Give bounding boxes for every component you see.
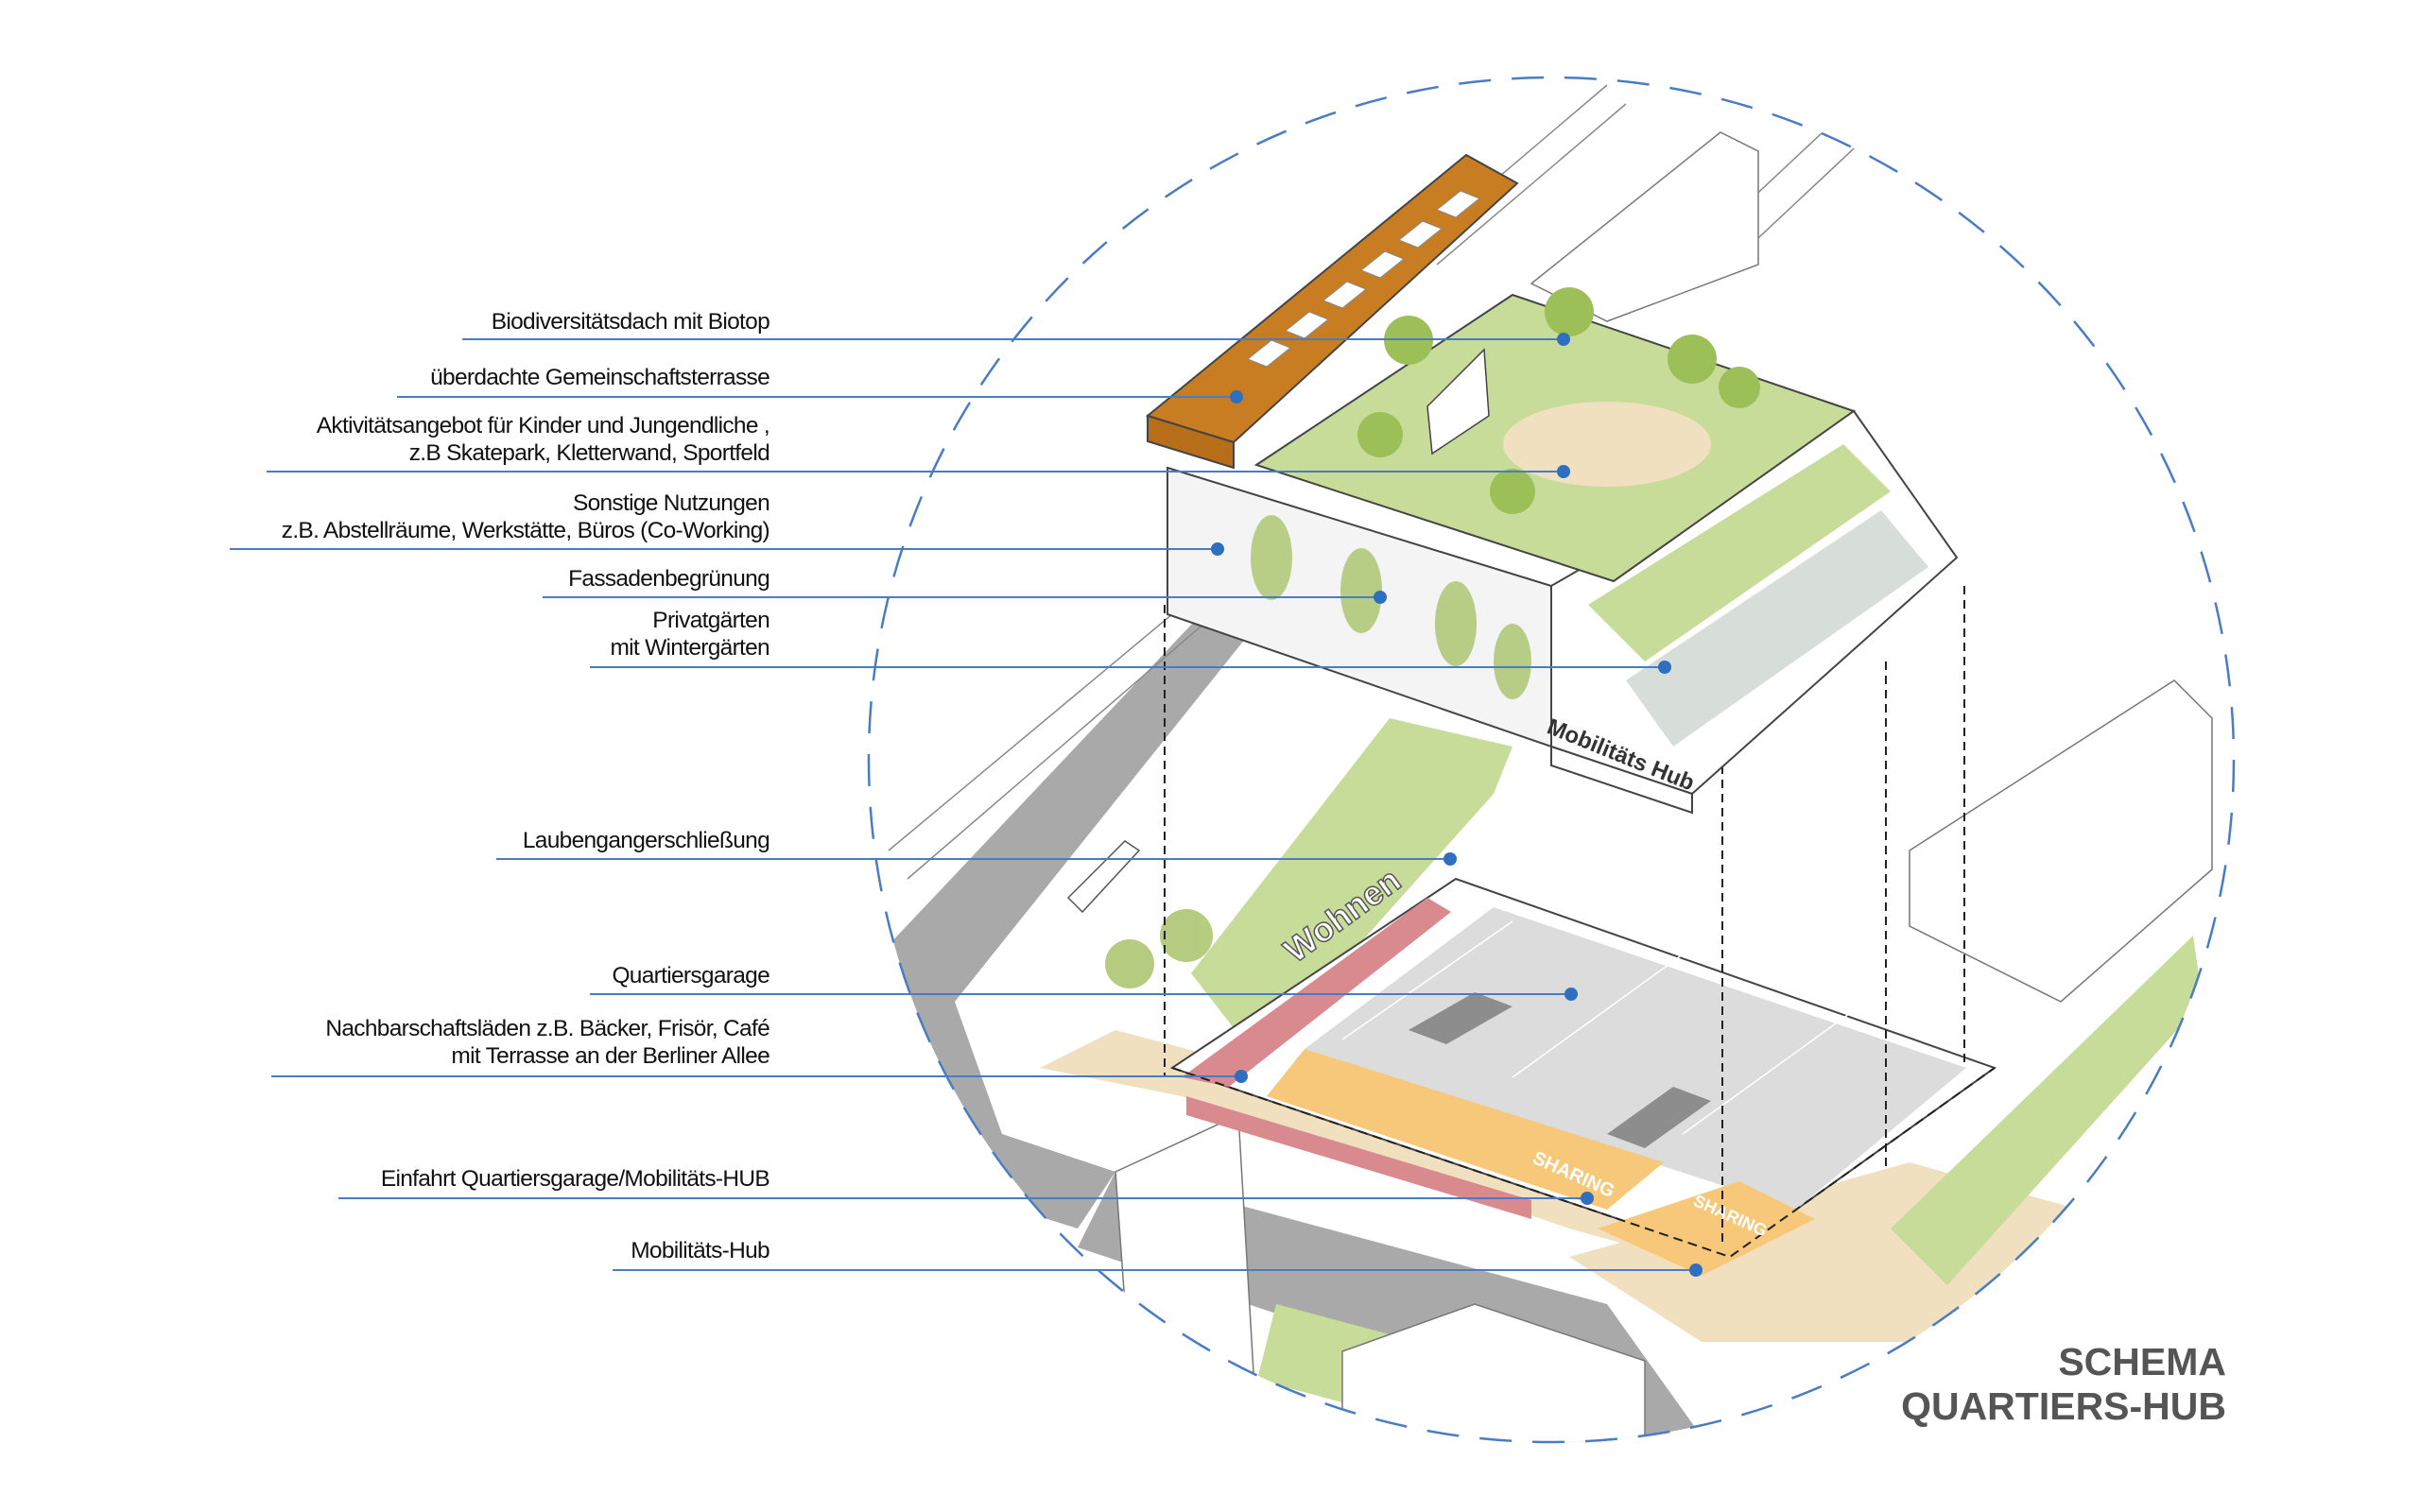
label-text: überdachte Gemeinschaftsterrasse [430,365,770,390]
label-garage: Quartiersgarage [612,962,769,989]
label-activities: Aktivitätsangebot für Kinder und Jungend… [316,412,770,467]
label-facade-greening: Fassadenbegrünung [568,565,770,593]
label-text: Einfahrt Quartiersgarage/Mobilitäts-HUB [380,1166,770,1192]
leader-dot-6 [1658,661,1671,674]
skatepark [1503,402,1711,487]
facade-greening [1251,515,1531,699]
building-base-band [1550,745,1693,815]
leader-dot-5 [1374,591,1387,604]
green-right [1891,936,2203,1285]
shops-red-strip-2 [1186,1096,1531,1219]
label-text: Mobilitäts-Hub [631,1238,769,1263]
parking-deck [1305,907,1966,1210]
residential-building: Mobilitäts Hub [1145,153,1959,815]
label-biodiversity-roof: Biodiversitätsdach mit Biotop [491,308,770,335]
diagram-title: SCHEMA QUARTIERS-HUB [1901,1340,2226,1429]
label-mobility-hub: Mobilitäts-Hub [631,1237,769,1264]
label-neighborhood-shops: Nachbarschaftsläden z.B. Bäcker, Frisör,… [325,1015,769,1070]
label-covered-terrace: überdachte Gemeinschaftsterrasse [430,364,770,391]
leader-dot-2 [1230,390,1243,404]
label-text: Nachbarschaftsläden z.B. Bäcker, Frisör,… [325,1016,769,1041]
winter-gardens [1626,510,1928,747]
label-access-gallery: Laubengangerschließung [522,827,770,854]
shops-red-strip-1 [1182,898,1451,1087]
roof-trees [1357,287,1760,514]
green-park [1191,718,1512,1058]
quartiersgarage: SHARING SHARING Wohnen [1169,859,1997,1276]
label-text: Privatgärten [652,608,769,633]
leader-dots [1211,333,1703,1277]
label-garage-entrance: Einfahrt Quartiersgarage/Mobilitäts-HUB [380,1165,770,1193]
label-text: z.B Skatepark, Kletterwand, Sportfeld [408,440,770,466]
leader-dot-7 [1443,852,1457,866]
ramp-1 [1409,992,1512,1044]
label-text: Aktivitätsangebot für Kinder und Jungend… [316,413,770,438]
leader-dot-8 [1564,988,1578,1001]
leader-dot-4 [1211,542,1224,556]
housing-block-bottom-left [1115,1113,1258,1437]
label-text: Sonstige Nutzungen [572,490,770,516]
label-text: z.B. Abstellräume, Werkstätte, Büros (Co… [281,518,770,543]
sharing-band [1267,1049,1664,1210]
label-text: Laubengangerschließung [522,828,770,853]
label-text: Fassadenbegrünung [568,566,770,592]
housing-block-top [1530,131,1759,322]
focus-circle [867,76,2236,1444]
climbing-wall [1426,348,1490,455]
leader-dot-10 [1581,1192,1594,1205]
canopy-front [1147,414,1235,470]
title-line-1: SCHEMA [2058,1340,2226,1383]
road-berliner-allee [879,605,1257,1228]
label-text: Quartiersgarage [612,963,769,988]
trees [1105,909,1213,988]
label-text: mit Terrasse an der Berliner Allee [451,1043,769,1069]
housing-block-right [1909,679,2213,1003]
leader-dot-9 [1235,1070,1248,1083]
projection-lines [1164,586,1965,1247]
label-text: Biodiversitätsdach mit Biotop [491,309,770,335]
leader-dot-11 [1689,1263,1703,1277]
private-gardens [1588,444,1891,662]
mobility-hub-block [1598,1181,1815,1276]
skylights [1247,190,1480,368]
leader-dot-3 [1557,465,1570,478]
leader-dot-1 [1557,333,1570,346]
ramp-2 [1607,1087,1711,1148]
leader-lines [230,338,1696,1271]
title-line-2: QUARTIERS-HUB [1901,1384,2226,1428]
label-text: mit Wintergärten [610,635,769,661]
